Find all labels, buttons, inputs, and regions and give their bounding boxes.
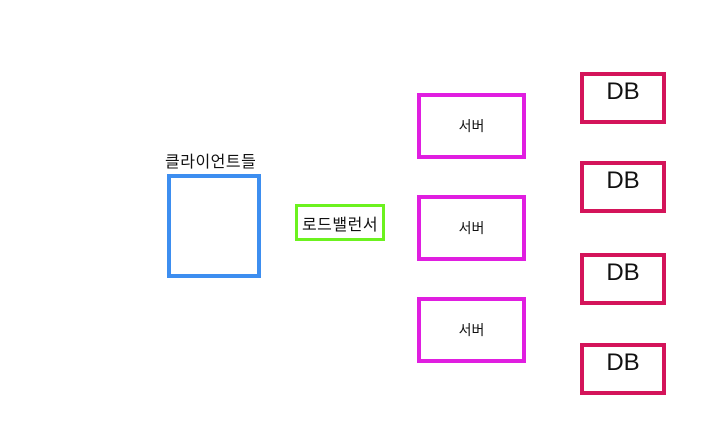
clients-box [167,174,261,278]
server-box-3: 서버 [417,297,526,363]
db-box-3: DB [580,253,666,305]
server-box-2: 서버 [417,195,526,261]
clients-label: 클라이언트들 [165,152,257,171]
db-box-1: DB [580,72,666,124]
server-label: 서버 [458,323,485,339]
db-label: DB [606,167,640,194]
db-label: DB [606,78,640,105]
load-balancer-label: 로드밸런서 [301,214,379,234]
server-label: 서버 [458,221,485,237]
db-box-4: DB [580,343,666,395]
server-label: 서버 [458,119,485,135]
load-balancer-box: 로드밸런서 [295,204,385,241]
server-box-1: 서버 [417,93,526,159]
db-box-2: DB [580,161,666,213]
db-label: DB [606,349,640,376]
db-label: DB [606,259,640,286]
